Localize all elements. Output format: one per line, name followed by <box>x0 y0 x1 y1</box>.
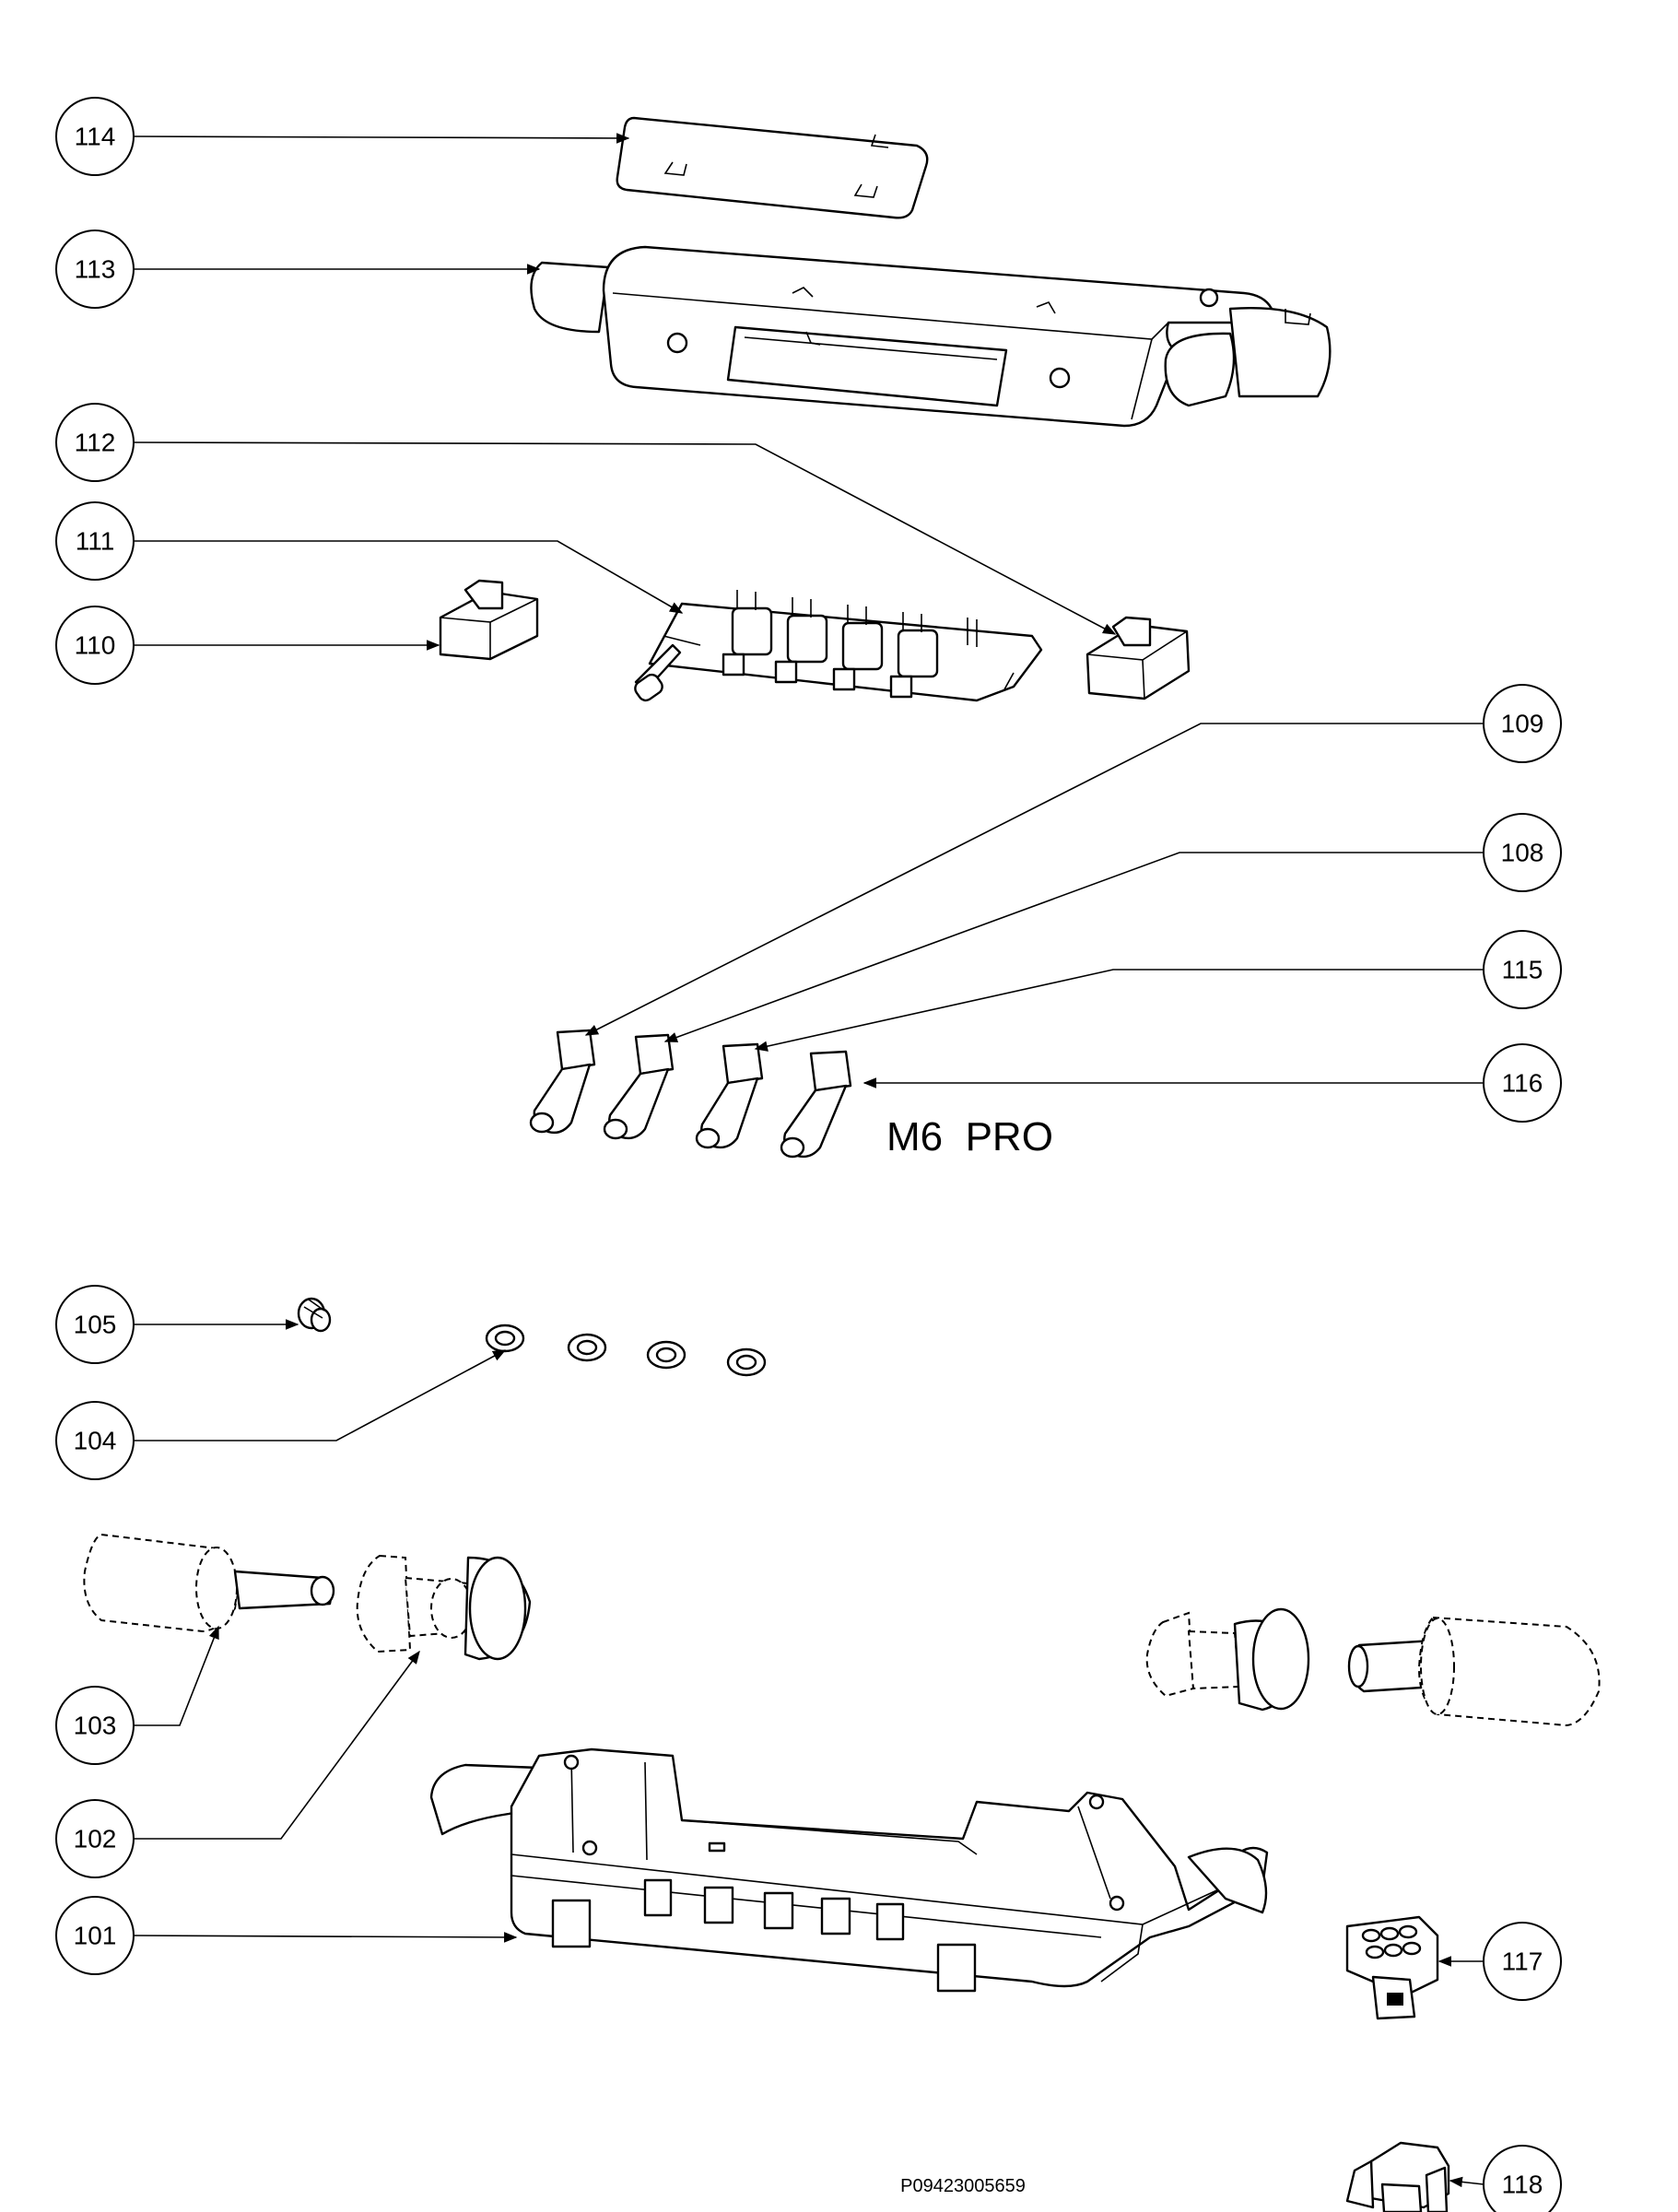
part-bushing-right <box>1347 1616 1601 1727</box>
part-110-left-block <box>439 579 539 661</box>
svg-text:115: 115 <box>1502 956 1543 984</box>
model-label: M6 PRO <box>886 1114 1053 1159</box>
part-grommet-right <box>1145 1607 1310 1712</box>
callout-117: 117 <box>1483 1922 1562 2001</box>
callout-111: 111 <box>55 501 135 581</box>
callout-115: 115 <box>1483 930 1562 1009</box>
svg-text:105: 105 <box>74 1311 117 1339</box>
part-knob-108 <box>603 1033 675 1140</box>
callout-105: 105 <box>55 1285 135 1364</box>
svg-text:112: 112 <box>75 429 116 457</box>
svg-text:111: 111 <box>76 527 115 556</box>
part-101-base-housing <box>429 1747 1269 1993</box>
svg-text:108: 108 <box>1501 839 1544 867</box>
part-118-terminal-clip <box>1345 2141 1450 2212</box>
callout-110: 110 <box>55 606 135 685</box>
leader-lines <box>133 133 1484 2188</box>
part-knob-115 <box>695 1042 764 1149</box>
callout-104: 104 <box>55 1401 135 1480</box>
callout-109: 109 <box>1483 684 1562 763</box>
part-104-washers <box>485 1324 767 1377</box>
svg-text:104: 104 <box>74 1427 117 1455</box>
svg-text:118: 118 <box>1502 2171 1543 2199</box>
callout-113: 113 <box>55 229 135 309</box>
callout-101: 101 <box>55 1896 135 1975</box>
svg-text:110: 110 <box>75 631 116 660</box>
svg-text:114: 114 <box>75 123 116 151</box>
callout-114: 114 <box>55 97 135 176</box>
svg-text:102: 102 <box>74 1825 117 1853</box>
svg-text:109: 109 <box>1501 710 1544 738</box>
part-105-screw <box>297 1297 332 1333</box>
callout-103: 103 <box>55 1686 135 1765</box>
svg-text:116: 116 <box>1502 1069 1543 1098</box>
drawing-reference-code: P09423005659 <box>900 2176 1026 2196</box>
svg-text:117: 117 <box>1502 1947 1543 1976</box>
callout-102: 102 <box>55 1799 135 1878</box>
callout-108: 108 <box>1483 813 1562 892</box>
part-103-bushing-left <box>83 1533 335 1633</box>
part-102-grommet-left <box>356 1554 532 1661</box>
svg-text:101: 101 <box>74 1922 117 1950</box>
part-117-connector <box>1345 1915 1439 2020</box>
svg-text:113: 113 <box>75 255 116 284</box>
svg-text:103: 103 <box>74 1712 117 1740</box>
callout-116: 116 <box>1483 1043 1562 1123</box>
part-knob-116 <box>780 1050 852 1159</box>
part-111-switch-pcb <box>634 590 1043 702</box>
part-knob-109 <box>529 1029 596 1135</box>
part-114-cover-plate <box>616 116 929 219</box>
part-113-top-housing <box>530 245 1332 428</box>
callout-118: 118 <box>1483 2145 1562 2212</box>
part-112-right-block <box>1085 616 1191 700</box>
callout-112: 112 <box>55 403 135 482</box>
